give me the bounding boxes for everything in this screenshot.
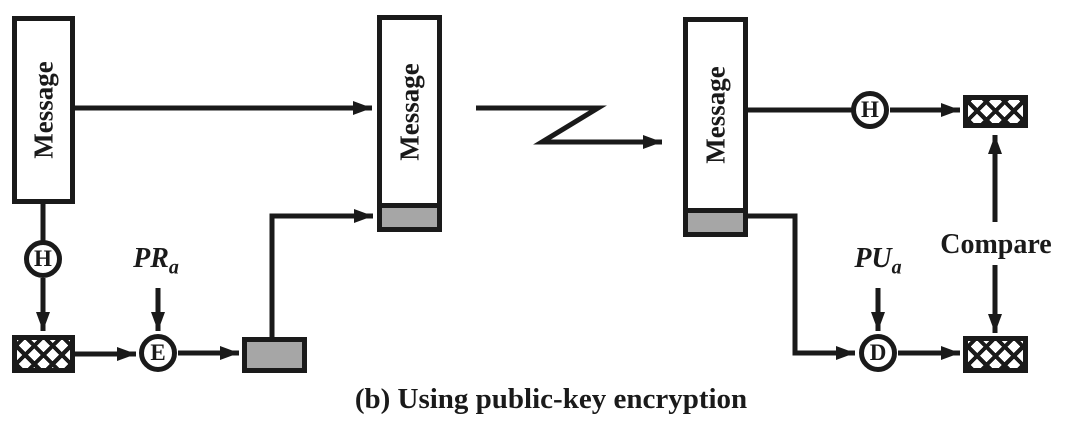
decrypt-function-label: D xyxy=(869,340,887,365)
received-message-body: Message xyxy=(688,22,743,208)
receiver-computed-digest-box xyxy=(963,95,1028,128)
transmitted-message-box: Message xyxy=(377,15,442,232)
public-key-text: PU xyxy=(854,243,892,274)
private-key-label: PRa xyxy=(96,243,216,280)
sender-message-box: Message xyxy=(12,16,75,204)
received-message-label: Message xyxy=(700,66,730,164)
encrypt-function-label: E xyxy=(150,340,166,365)
receiver-hash-function-label: H xyxy=(861,97,879,122)
figure-caption: (b) Using public-key encryption xyxy=(354,383,748,415)
compare-label: Compare xyxy=(940,229,1052,260)
sender-hash-digest-box xyxy=(12,335,75,373)
receiver-decrypted-digest-box xyxy=(963,336,1028,373)
private-key-subscript: a xyxy=(168,256,179,279)
sender-message-body: Message xyxy=(17,21,70,199)
public-key-subscript: a xyxy=(891,256,902,279)
sender-message-label: Message xyxy=(28,61,58,159)
transmitted-message-label: Message xyxy=(394,62,424,161)
transmitted-message-body: Message xyxy=(382,20,437,203)
public-key-label: PUa xyxy=(818,243,938,280)
received-message-box: Message xyxy=(683,17,748,237)
decrypt-function-circle: D xyxy=(859,334,897,372)
sender-hash-function-circle: H xyxy=(24,240,62,278)
sender-signature-box xyxy=(242,337,307,373)
encrypt-function-circle: E xyxy=(139,334,177,372)
received-signature-segment xyxy=(688,208,743,232)
private-key-text: PR xyxy=(133,243,169,274)
transmitted-signature-segment xyxy=(382,203,437,227)
sender-hash-function-label: H xyxy=(34,246,52,271)
receiver-hash-function-circle: H xyxy=(851,91,889,129)
